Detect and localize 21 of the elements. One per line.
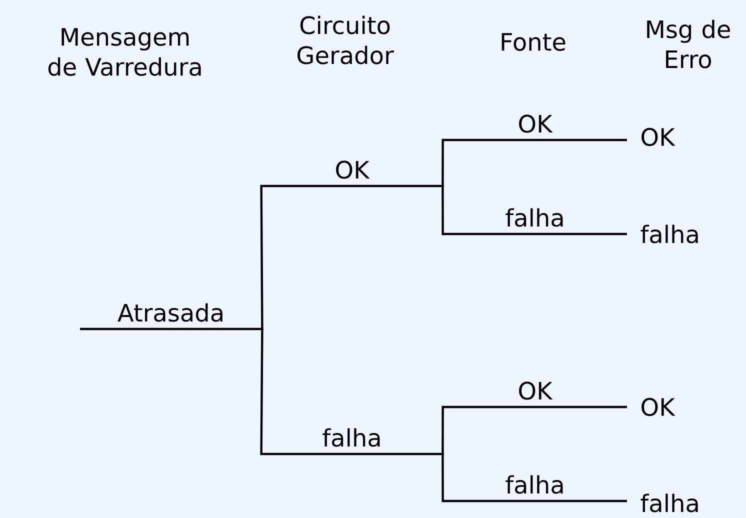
tree-branch <box>442 138 444 188</box>
outcome-label: falha <box>640 494 698 512</box>
tree-branch <box>442 184 444 236</box>
tree-branch <box>442 406 444 456</box>
tree-branch <box>260 328 264 456</box>
labelled-branch: falha <box>443 475 627 502</box>
column-heading: Circuito Gerador <box>298 16 394 64</box>
tree-branch <box>260 184 264 330</box>
column-heading: Msg de Erro <box>647 20 730 68</box>
labelled-branch: OK <box>443 114 627 142</box>
labelled-branch: OK <box>443 382 627 408</box>
labelled-branch: Atrasada <box>80 303 262 330</box>
column-heading: Fonte <box>502 33 566 51</box>
labelled-branch: falha <box>262 428 443 456</box>
outcome-label: OK <box>642 128 676 146</box>
labelled-branch: falha <box>443 208 627 236</box>
outcome-label: OK <box>642 398 676 416</box>
column-heading: Mensagem de Varredura <box>48 28 201 76</box>
outcome-label: falha <box>640 224 698 244</box>
labelled-branch: OK <box>262 160 443 188</box>
tree-branch <box>442 452 444 502</box>
